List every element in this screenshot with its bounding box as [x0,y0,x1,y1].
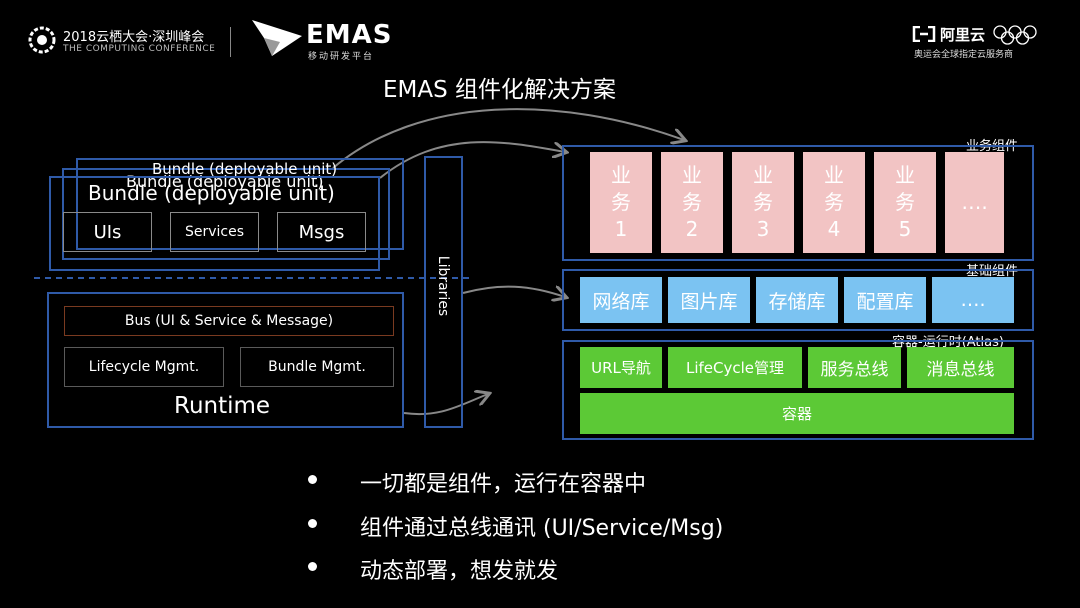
business-component-1: 业 务 1 [590,152,652,253]
business-component-2: 业 务 2 [661,152,723,253]
business-5-line3: 5 [898,217,912,241]
bullet-dot-2 [308,519,317,528]
bullet-text-2: 组件通过总线通讯 (UI/Service/Msg) [360,516,724,541]
runtime-service-bus: 服务总线 [808,347,901,388]
emas-tagline: 移动研发平台 [308,52,375,62]
business-more-label: …. [961,190,988,214]
runtime-service-bus-label: 服务总线 [820,360,889,380]
base-network-label: 网络库 [592,290,650,313]
conference-subtitle: THE COMPUTING CONFERENCE [63,44,216,54]
business-4-line1: 业 [824,163,844,187]
msgs-label: Msgs [298,221,345,243]
bullet-dot-1 [308,475,317,484]
runtime-url-nav: URL导航 [580,347,662,388]
bullet-dot-3 [308,562,317,571]
bullet-text-3: 动态部署，想发就发 [360,559,559,584]
business-3-line3: 3 [756,217,770,241]
runtime-lifecycle: LifeCycle管理 [668,347,802,388]
business-component-5: 业 务 5 [874,152,936,253]
business-3-line2: 务 [753,190,773,214]
runtime-url-nav-label: URL导航 [591,359,651,377]
libraries-column [424,156,463,428]
business-3-line1: 业 [753,163,773,187]
arrow-libraries-to-base [462,287,565,297]
conference-logo-icon [28,26,56,54]
business-2-line3: 2 [685,217,699,241]
business-2-line1: 业 [682,163,702,187]
base-config-label: 配置库 [856,290,914,313]
base-components-panel [562,269,1034,331]
business-1-line3: 1 [614,217,628,241]
business-1-line2: 务 [611,190,631,214]
aliyun-tagline: 奥运会全球指定云服务商 [914,50,1014,60]
conference-logo [27,25,57,55]
business-2-line2: 务 [682,190,702,214]
base-component-more: …. [932,277,1014,323]
uis-box: UIs [63,212,152,252]
olympic-rings-icon [992,24,1038,50]
aliyun-logo-icon [912,25,936,46]
runtime-message-bus-label: 消息总线 [926,360,995,380]
lifecycle-mgmt-box: Lifecycle Mgmt. [64,347,224,387]
uis-label: UIs [93,221,122,243]
business-1-line1: 业 [611,163,631,187]
emas-brand: EMAS [306,20,393,50]
business-component-3: 业 务 3 [732,152,794,253]
business-components-panel [562,145,1034,261]
bundle-mgmt-box: Bundle Mgmt. [240,347,394,387]
base-more-label: …. [960,289,986,311]
libraries-label: Libraries [435,255,451,317]
runtime-lifecycle-label: LifeCycle管理 [685,359,785,377]
arrow-bundle-to-business-2 [379,141,565,179]
runtime-container-panel [562,340,1034,440]
conference-title: 2018云栖大会·深圳峰会 [63,30,205,45]
bundle-back-2-label: Bundle (deployable unit) [152,160,338,178]
business-component-more: …. [945,152,1004,253]
business-4-line3: 4 [827,217,841,241]
base-storage-label: 存储库 [768,290,826,313]
emas-logo-icon [250,18,304,62]
bus-box: Bus (UI & Service & Message) [64,306,394,336]
services-label: Services [184,224,245,240]
bundle-front-label: Bundle (deployable unit) [88,181,335,205]
runtime-label: Runtime [174,393,271,419]
msgs-box: Msgs [277,212,366,252]
runtime-box [47,292,404,428]
arrow-runtime-to-container [403,394,488,415]
lifecycle-mgmt-label: Lifecycle Mgmt. [88,359,200,375]
bundle-card-front [49,176,380,271]
bundle-mgmt-label: Bundle Mgmt. [268,359,366,375]
bullet-text-1: 一切都是组件，运行在容器中 [360,472,647,497]
business-component-4: 业 务 4 [803,152,865,253]
services-box: Services [170,212,259,252]
base-image-label: 图片库 [680,290,738,313]
slide-title: EMAS 组件化解决方案 [383,77,617,103]
business-5-line1: 业 [895,163,915,187]
aliyun-brand: 阿里云 [940,26,986,44]
base-component-config: 配置库 [844,277,926,323]
runtime-container-base: 容器 [580,393,1014,434]
header-divider [230,27,231,57]
bundle-card-back-2 [76,158,404,250]
runtime-message-bus: 消息总线 [907,347,1014,388]
base-component-network: 网络库 [580,277,662,323]
business-5-line2: 务 [895,190,915,214]
bus-label: Bus (UI & Service & Message) [124,313,334,329]
base-components-label: 基础组件 [966,264,1019,279]
runtime-container-base-label: 容器 [781,405,812,423]
base-component-image: 图片库 [668,277,750,323]
arrow-bundle-to-business-1 [332,108,684,169]
runtime-container-label: 容器-运行时(Atlas) [892,335,1004,350]
base-component-storage: 存储库 [756,277,838,323]
business-4-line2: 务 [824,190,844,214]
